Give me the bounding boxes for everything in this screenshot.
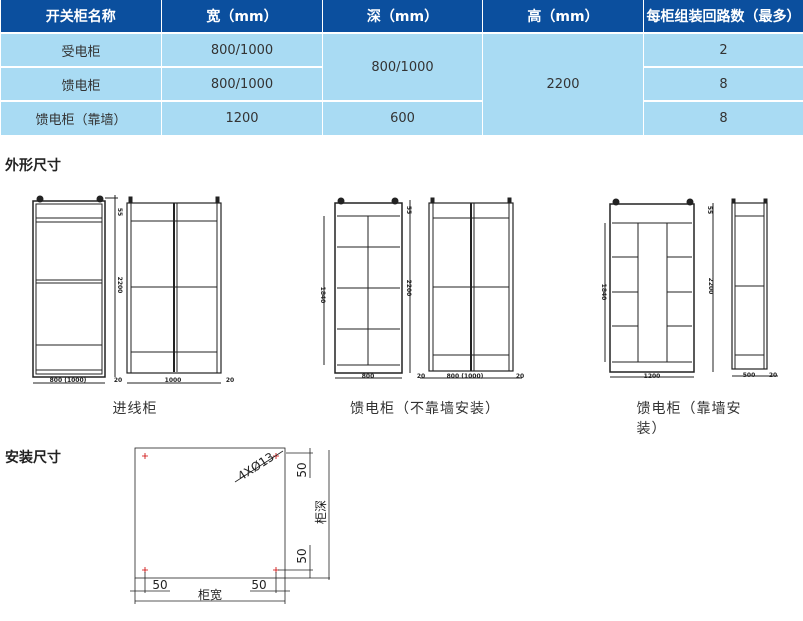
dim-height: 2200 [707,278,714,295]
cell-height: 2200 [482,32,644,136]
install-plan [130,447,330,604]
dim-gap: 20 [516,373,524,380]
feeder-front-view [323,197,411,379]
width-label: 柜宽 [198,587,222,602]
cell-depth: 600 [322,100,483,136]
header-circuits: 每柜组装回路数（最多） [643,0,803,33]
dim-gap: 20 [417,373,425,380]
holes-label: 4XØ13 [235,450,277,484]
wall-feeder-side-view [731,198,778,377]
feeder-side-view [420,197,522,379]
cell-name: 受电柜 [0,32,162,68]
caption-feeder: 馈电柜（不靠墙安装） [350,401,500,417]
dim-bottom-offset: 50 [295,548,309,563]
dim-inner: 1840 [319,287,326,304]
dim-front-width: 1200 [644,373,661,380]
caption-incoming: 进线柜 [112,401,158,417]
section-install-title: 安装尺寸 [5,450,61,466]
table-row: 馈电柜 800/1000 8 [0,66,803,102]
dim-front-width: 800 [362,373,375,380]
dim-top-offset: 50 [295,462,309,477]
dim-right-offset: 50 [251,578,266,592]
caption-wall-feeder: 馈电柜（靠墙安装） [636,401,742,437]
dim-side-width: 500 [743,372,756,379]
cell-width: 800/1000 [161,66,323,102]
dim-side-width: 800 (1000) [447,373,484,380]
dim-gap: 20 [769,372,777,379]
dim-gap: 20 [226,377,234,384]
dim-gap: 20 [114,377,122,384]
dim-height: 2200 [405,280,412,297]
dim-side-width: 1000 [165,377,182,384]
table-row: 受电柜 800/1000 800/1000 2200 2 [0,32,803,136]
header-depth: 深（mm） [322,0,483,33]
section-outline-title: 外形尺寸 [5,158,61,174]
dim-top: 55 [116,208,123,216]
incoming-front-view [32,195,118,384]
cell-circuits: 8 [643,100,803,136]
dim-top: 55 [706,206,713,214]
depth-label: 柜深 [314,500,328,524]
cell-circuits: 2 [643,32,803,68]
cell-depth: 800/1000 [322,32,483,102]
dim-inner: 1840 [600,284,607,301]
dim-height: 2200 [116,277,123,294]
dim-top: 55 [405,206,412,214]
header-name: 开关柜名称 [0,0,162,33]
cell-circuits: 8 [643,66,803,102]
cell-width: 800/1000 [161,32,323,68]
cell-width: 1200 [161,100,323,136]
wall-feeder-front-view [604,198,714,378]
header-height: 高（mm） [482,0,644,33]
specs-table: 开关柜名称 宽（mm） 深（mm） 高（mm） 每柜组装回路数（最多） 受电柜 … [0,0,803,136]
dim-left-offset: 50 [152,578,167,592]
cell-name: 馈电柜（靠墙） [0,100,162,136]
header-width: 宽（mm） [161,0,323,33]
dim-front-width: 800 (1000) [50,377,87,384]
table-row: 馈电柜（靠墙） 1200 600 8 [0,100,803,136]
incoming-side-view [126,196,222,384]
